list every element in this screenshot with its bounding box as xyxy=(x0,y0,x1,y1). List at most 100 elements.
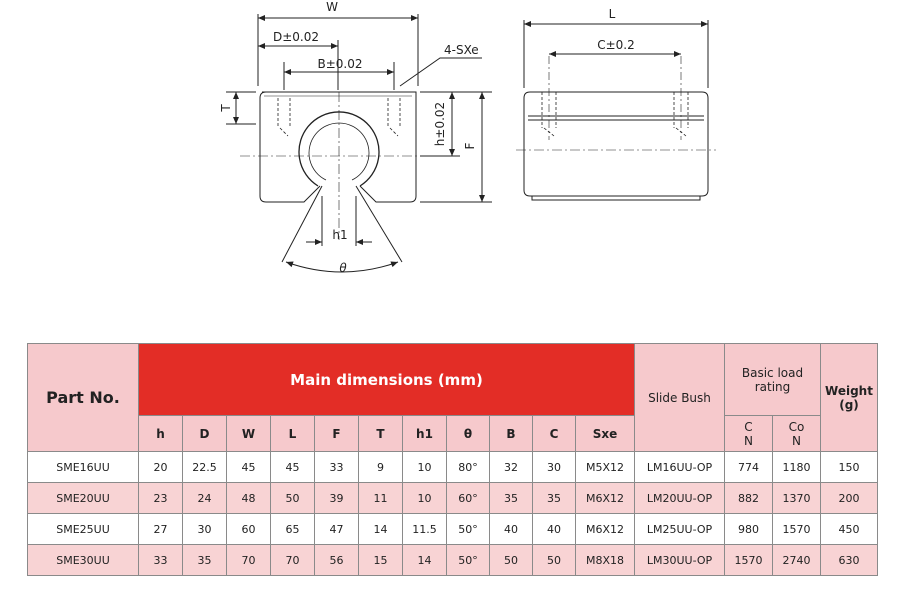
table-cell: 150 xyxy=(820,451,878,483)
table-cell: 24 xyxy=(182,482,227,514)
table-cell: 35 xyxy=(182,544,227,576)
col-L: L xyxy=(270,415,315,452)
specification-table: Part No. Main dimensions (mm) Slide Bush… xyxy=(27,343,878,576)
front-block-outline xyxy=(259,91,417,203)
table-cell: M8X18 xyxy=(575,544,635,576)
table-cell: 35 xyxy=(489,482,533,514)
load-c-unit: N xyxy=(744,433,753,448)
load-co-label: Co xyxy=(788,419,805,434)
table-cell: 40 xyxy=(489,513,533,545)
table-cell: 1370 xyxy=(772,482,821,514)
table-cell: 50 xyxy=(270,482,315,514)
table-cell: 882 xyxy=(724,482,773,514)
side-view-labels: L C±0.2 xyxy=(597,7,635,52)
label-sxe: 4-SXe xyxy=(444,43,479,57)
table-cell: 22.5 xyxy=(182,451,227,483)
label-T: T xyxy=(219,104,233,113)
load-co-unit: N xyxy=(792,433,801,448)
col-load-c: C N xyxy=(724,415,773,452)
table-cell: M5X12 xyxy=(575,451,635,483)
table-cell: 45 xyxy=(226,451,271,483)
weight-header: Weight (g) xyxy=(820,343,878,452)
table-cell: 50 xyxy=(489,544,533,576)
table-cell: 11 xyxy=(358,482,403,514)
table-cell: 45 xyxy=(270,451,315,483)
table-cell: 20 xyxy=(138,451,183,483)
table-cell: 1180 xyxy=(772,451,821,483)
label-B: B±0.02 xyxy=(317,57,362,71)
table-cell: LM25UU-OP xyxy=(634,513,725,545)
col-D: D xyxy=(182,415,227,452)
col-h1: h1 xyxy=(402,415,447,452)
side-block-outline xyxy=(523,91,709,197)
table-cell: LM16UU-OP xyxy=(634,451,725,483)
table-cell: 60 xyxy=(226,513,271,545)
table-cell: 33 xyxy=(314,451,359,483)
front-view-labels: W D±0.02 B±0.02 4-SXe T h±0.02 F h1 θ xyxy=(219,0,479,275)
table-cell: SME16UU xyxy=(27,451,139,483)
table-cell: 65 xyxy=(270,513,315,545)
table-cell: SME25UU xyxy=(27,513,139,545)
table-cell: 9 xyxy=(358,451,403,483)
table-cell: 40 xyxy=(532,513,576,545)
table-cell: 10 xyxy=(402,482,447,514)
table-cell: 10 xyxy=(402,451,447,483)
table-cell: 50° xyxy=(446,513,490,545)
table-cell: 27 xyxy=(138,513,183,545)
table-cell: 14 xyxy=(358,513,403,545)
table-cell: 1570 xyxy=(724,544,773,576)
table-cell: M6X12 xyxy=(575,513,635,545)
table-cell: 980 xyxy=(724,513,773,545)
table-cell: 32 xyxy=(489,451,533,483)
theta-lines xyxy=(281,185,403,263)
label-D: D±0.02 xyxy=(273,30,319,44)
side-view xyxy=(516,20,716,201)
front-view xyxy=(226,14,492,273)
table-cell: 80° xyxy=(446,451,490,483)
label-h: h±0.02 xyxy=(433,102,447,146)
col-F: F xyxy=(314,415,359,452)
table-cell: 30 xyxy=(532,451,576,483)
table-cell: SME20UU xyxy=(27,482,139,514)
table-cell: 47 xyxy=(314,513,359,545)
table-cell: 11.5 xyxy=(402,513,447,545)
label-C: C±0.2 xyxy=(597,38,635,52)
table-cell: 14 xyxy=(402,544,447,576)
label-F: F xyxy=(463,142,477,149)
table-cell: 200 xyxy=(820,482,878,514)
table-cell: 48 xyxy=(226,482,271,514)
col-T: T xyxy=(358,415,403,452)
table-cell: LM20UU-OP xyxy=(634,482,725,514)
table-cell: 35 xyxy=(532,482,576,514)
table-cell: 774 xyxy=(724,451,773,483)
col-load-co: Co N xyxy=(772,415,821,452)
label-h1: h1 xyxy=(332,228,347,242)
col-B: B xyxy=(489,415,533,452)
table-cell: 30 xyxy=(182,513,227,545)
table-cell: 630 xyxy=(820,544,878,576)
table-cell: 1570 xyxy=(772,513,821,545)
table-cell: 70 xyxy=(270,544,315,576)
table-cell: 60° xyxy=(446,482,490,514)
table-cell: 2740 xyxy=(772,544,821,576)
table-cell: 33 xyxy=(138,544,183,576)
col-h: h xyxy=(138,415,183,452)
table-cell: LM30UU-OP xyxy=(634,544,725,576)
table-cell: 50 xyxy=(532,544,576,576)
table-cell: M6X12 xyxy=(575,482,635,514)
label-L: L xyxy=(609,7,616,21)
slide-bush-header: Slide Bush xyxy=(634,343,725,452)
label-W: W xyxy=(326,0,338,14)
col-W: W xyxy=(226,415,271,452)
label-theta: θ xyxy=(339,261,347,275)
main-dimensions-header: Main dimensions (mm) xyxy=(138,343,635,416)
table-cell: 39 xyxy=(314,482,359,514)
part-no-header: Part No. xyxy=(27,343,139,452)
col-C: C xyxy=(532,415,576,452)
table-cell: 23 xyxy=(138,482,183,514)
